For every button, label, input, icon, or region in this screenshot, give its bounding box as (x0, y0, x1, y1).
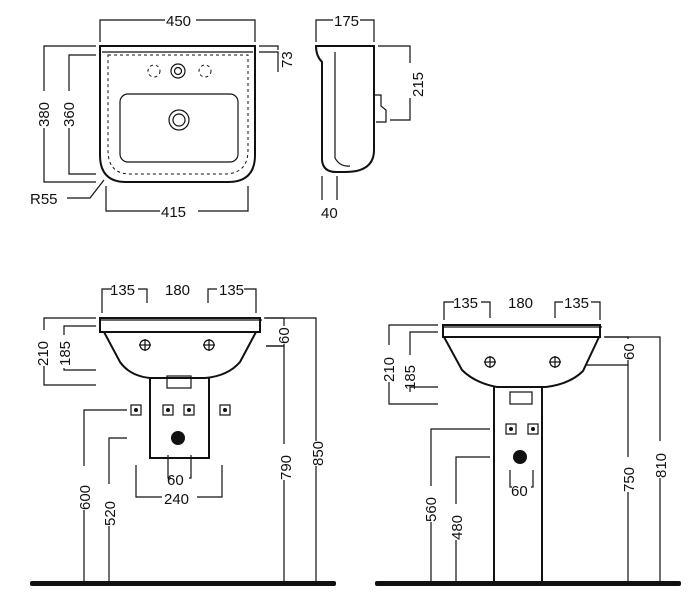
floor-line-right (375, 581, 681, 586)
dim-60-waste: 60 (167, 472, 184, 489)
dim-850: 850 (310, 441, 327, 466)
ped-dim-480: 480 (449, 515, 466, 540)
dim-215: 215 (410, 72, 427, 97)
wall-hung-view: 135 180 135 210 185 60 790 850 600 520 6… (30, 282, 336, 586)
dim-240: 240 (164, 491, 189, 508)
ped-dim-810: 810 (653, 453, 670, 478)
side-view: 175 215 40 (314, 13, 427, 222)
dim-180: 180 (165, 282, 190, 299)
dim-790: 790 (278, 455, 295, 480)
ped-dim-135-right: 135 (564, 295, 589, 312)
dim-175: 175 (334, 13, 359, 30)
ped-dim-180: 180 (508, 295, 533, 312)
dim-415: 415 (161, 204, 186, 221)
dim-360: 360 (61, 102, 78, 127)
dim-600: 600 (77, 485, 94, 510)
ped-dim-750: 750 (621, 467, 638, 492)
ped-dim-60-rim: 60 (621, 343, 638, 360)
dim-73: 73 (279, 51, 296, 68)
ped-dim-210: 210 (381, 357, 398, 382)
dim-60-rim: 60 (276, 327, 293, 344)
ped-dim-60-waste: 60 (511, 483, 528, 500)
ped-dim-135-left: 135 (453, 295, 478, 312)
dim-40: 40 (321, 205, 338, 222)
ped-dim-560: 560 (423, 497, 440, 522)
pedestal-view: 135 180 135 210 185 60 750 810 560 480 6… (375, 295, 681, 586)
top-view: 450 380 360 73 415 R55 (30, 13, 296, 221)
dim-520: 520 (102, 501, 119, 526)
ped-dim-185: 185 (402, 365, 419, 390)
dim-210: 210 (35, 341, 52, 366)
radius-r55: R55 (30, 191, 58, 208)
dim-185: 185 (57, 341, 74, 366)
dim-135-right: 135 (219, 282, 244, 299)
dim-135-left: 135 (110, 282, 135, 299)
floor-line-left (30, 581, 336, 586)
dim-450: 450 (166, 13, 191, 30)
dim-380: 380 (36, 102, 53, 127)
